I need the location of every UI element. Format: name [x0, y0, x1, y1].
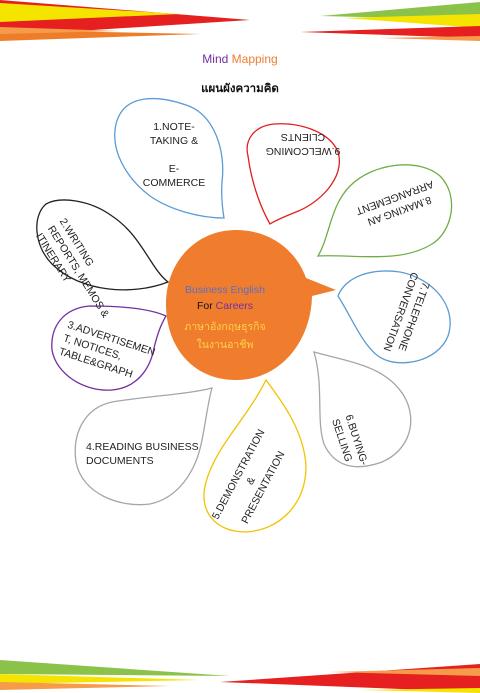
bubble-outline-4	[74, 387, 213, 506]
bubble-text-1: 1.NOTE- TAKING & E- COMMERCE	[142, 121, 206, 189]
bubble-outline-6	[313, 351, 412, 468]
bubble-text-4: 4.READING BUSINESS DOCUMENTS	[86, 441, 199, 467]
top-right-stripes	[300, 2, 480, 41]
center-circle	[166, 230, 336, 380]
bubble-outline-3	[51, 305, 167, 391]
center-line-for-careers: For Careers	[160, 300, 290, 312]
title-word-mind: Mind	[202, 52, 229, 66]
bottom-right-stripes	[220, 664, 480, 693]
bubble-outline-2	[36, 199, 170, 291]
center-word-careers: Careers	[215, 300, 254, 312]
center-line-thai-1: ภาษาอังกฤษธุรกิจ	[184, 321, 266, 333]
bubble-outline-7	[337, 270, 451, 364]
bubble-outline-5	[203, 378, 307, 533]
center-line-thai-2: ในงานอาชีพ	[196, 339, 254, 351]
page-title: Mind Mapping	[0, 52, 480, 66]
center-line-business: Business English	[185, 284, 265, 296]
bubble-outline-1	[114, 97, 225, 219]
top-left-stripes	[0, 0, 250, 41]
bubble-outline-8	[316, 164, 453, 258]
bottom-left-stripes	[0, 660, 230, 690]
center-word-for: For	[196, 300, 213, 312]
bubble-text-9: 9.WELCOMING CLIENTS	[265, 131, 341, 157]
title-word-mapping: Mapping	[231, 52, 278, 66]
page-subtitle-thai: แผนผังความคิด	[201, 83, 279, 95]
bubble-outline-9	[246, 123, 341, 225]
